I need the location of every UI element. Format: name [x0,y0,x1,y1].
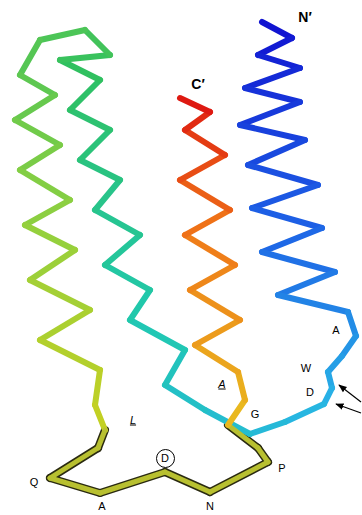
residue-label: P [278,463,285,474]
backbone-segment [180,180,230,210]
backbone-segment [240,125,305,140]
backbone-segment [262,228,322,252]
backbone-segment [20,40,40,75]
backbone-segment [70,80,100,110]
backbone-segment [195,320,240,345]
loop-outline [98,430,105,448]
backbone-segment [95,405,105,430]
residue-label: D [306,387,314,398]
residue-label: Q [30,477,39,488]
backbone-segment [185,112,210,130]
backbone-segment [95,210,140,235]
backbone-segment [228,400,245,425]
backbone-segment [195,345,238,372]
pointer-arrow [336,404,361,413]
backbone-segment [15,120,60,145]
backbone-segment [165,350,185,385]
backbone-segment [248,140,305,165]
backbone-segment [60,60,100,80]
backbone-segment [165,385,205,410]
backbone-segment [250,422,285,434]
backbone-segment [105,265,150,290]
backbone-segment [185,235,235,265]
backbone-segment [100,472,165,493]
backbone-segment [185,210,230,235]
terminus-label: C′ [191,77,204,91]
loop-outline [165,472,210,492]
backbone-segment [98,430,105,448]
residue-label: A [332,325,339,336]
backbone-segment [30,250,75,280]
backbone-segment [252,208,322,228]
loop-outline [50,478,100,493]
backbone-segment [80,130,110,160]
residue-label: L [130,415,136,426]
pointer-arrow [339,385,361,402]
backbone-trace [15,22,356,493]
residue-label: G [251,409,260,420]
backbone-segment [25,200,70,225]
backbone-segment [105,235,140,265]
backbone-segment [95,370,100,405]
backbone-segment [185,130,225,155]
backbone-segment [210,462,268,492]
backbone-segment [50,448,98,478]
backbone-segment [20,145,60,170]
residue-label: N [206,501,214,512]
backbone-segment [278,295,348,312]
residue-label: A [218,379,225,390]
loop-outline [50,448,98,478]
circled-residue: D [156,449,175,468]
backbone-segment [348,312,356,336]
backbone-segment [130,290,150,320]
backbone-segment [95,180,120,210]
terminus-label: N′ [298,10,311,24]
residue-label: W [301,363,311,374]
backbone-segment [245,88,300,102]
backbone-segment [245,68,300,88]
backbone-segment [252,185,318,208]
backbone-segment [285,404,324,422]
backbone-segment [258,448,268,462]
backbone-segment [228,425,258,448]
backbone-segment [40,310,90,340]
backbone-segment [262,252,335,272]
residue-label: A [98,501,105,512]
backbone-segment [258,55,300,68]
backbone-segment [238,372,245,400]
backbone-segment [328,356,342,372]
backbone-segment [248,165,318,185]
loop-outline [258,448,268,462]
backbone-segment [20,170,70,200]
backbone-segment [30,280,90,310]
backbone-segment [50,478,100,493]
backbone-segment [85,30,110,55]
residue-label: D [161,453,169,464]
backbone-segment [180,155,225,180]
backbone-segment [240,102,300,125]
backbone-segment [180,98,210,112]
backbone-segment [20,75,55,95]
backbone-segment [262,22,292,38]
backbone-segment [278,272,335,295]
backbone-segment [190,290,240,320]
backbone-segment [40,340,100,370]
backbone-segment [342,336,356,356]
backbone-segment [70,110,110,130]
backbone-segment [60,55,110,60]
backbone-segment [165,472,210,492]
loop-outline [100,472,165,493]
loop-outline [210,462,268,492]
backbone-segment [15,95,55,120]
backbone-segment [190,265,235,290]
backbone-segment [40,30,85,40]
backbone-segment [25,225,75,250]
backbone-segment [80,160,120,180]
backbone-segment [258,38,292,55]
backbone-segment [130,320,185,350]
